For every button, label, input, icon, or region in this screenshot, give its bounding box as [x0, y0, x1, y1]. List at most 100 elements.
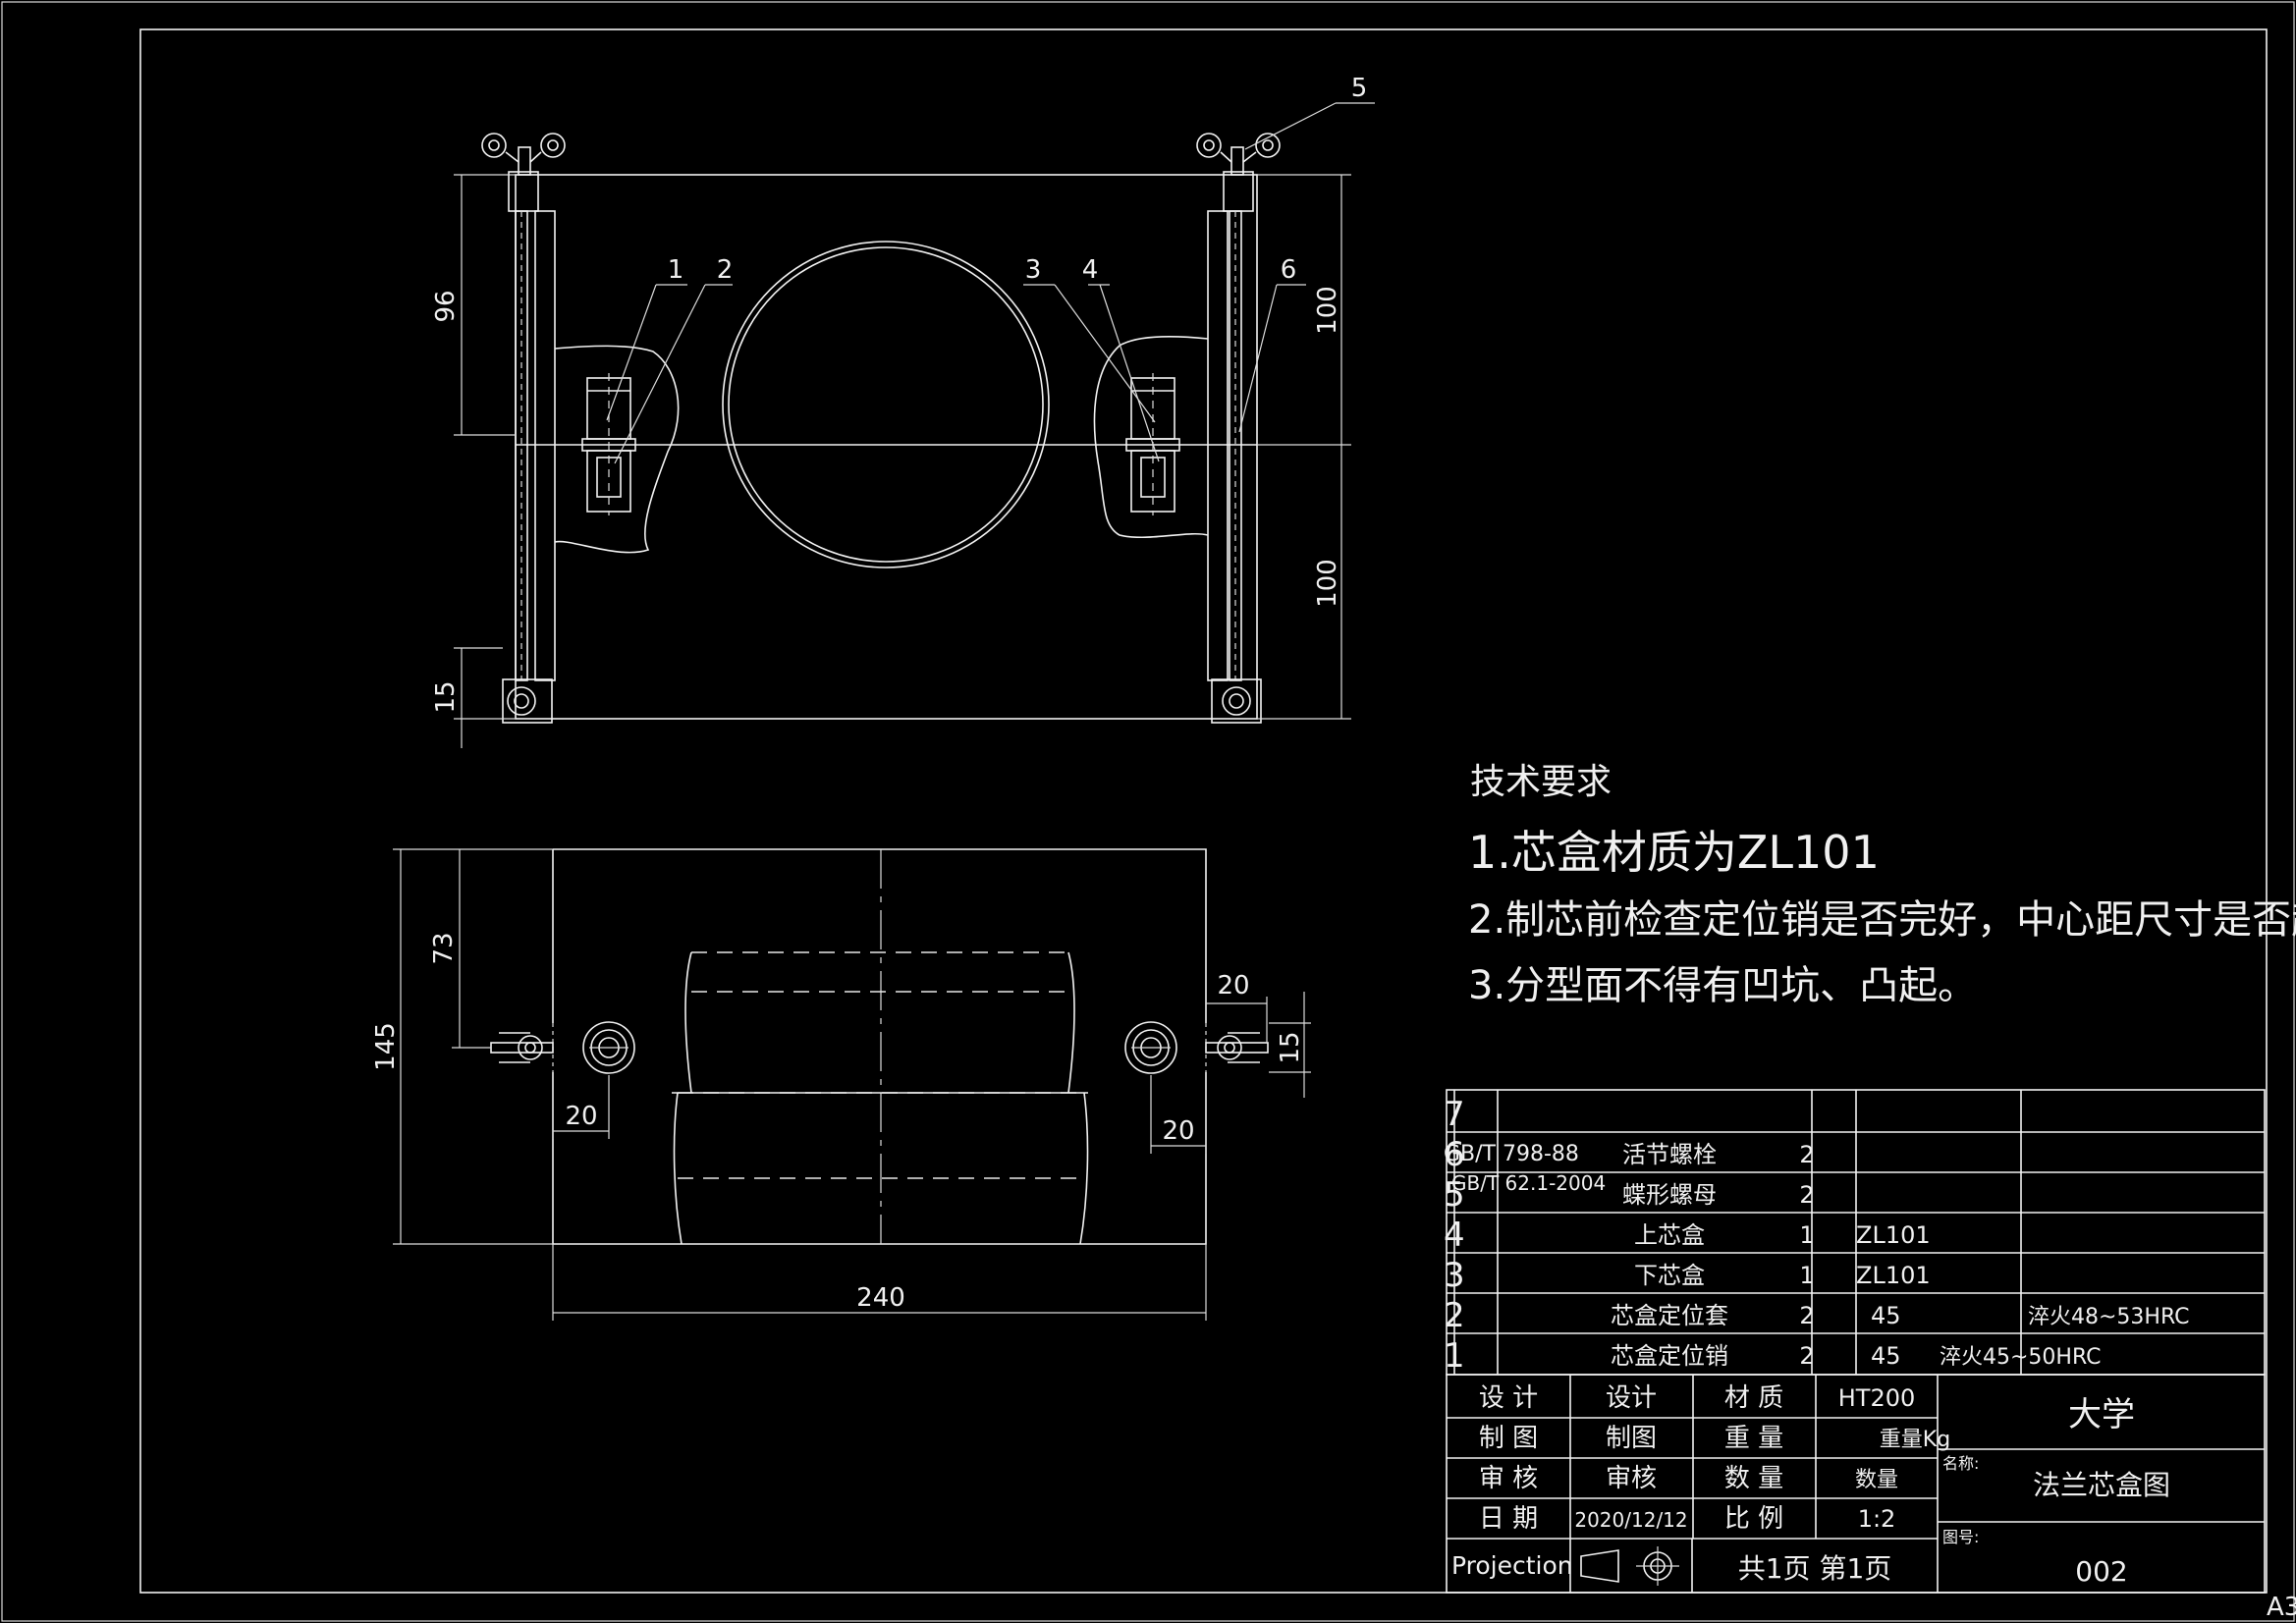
- part-qty: 2: [1799, 1141, 1814, 1168]
- parts-list: [1446, 1089, 2266, 1376]
- tb-design-label: 设 计: [1479, 1383, 1538, 1413]
- hidden-flange-lines: [678, 951, 1084, 1179]
- tech-req-item-1: 1.芯盒材质为ZL101: [1468, 826, 1880, 879]
- tb-drawing-name: 法兰芯盒图: [2033, 1469, 2170, 1501]
- parts-row-4: 4 上芯盒 1 ZL101: [1444, 1216, 1931, 1255]
- tb-scale-label: 比 例: [1724, 1504, 1783, 1534]
- dim-15-top: 15: [431, 680, 461, 713]
- left-eye-bolt: [481, 133, 566, 724]
- part-qty: 2: [1799, 1181, 1814, 1209]
- tb-number-label: 图号:: [1942, 1528, 1979, 1546]
- part-no: 4: [1444, 1216, 1465, 1255]
- parts-row-6: 6 GB/T 798-88 活节螺栓 2: [1444, 1135, 1815, 1174]
- top-view-dimension-lines: [454, 174, 1351, 748]
- part-qty: 2: [1799, 1302, 1814, 1329]
- dim-20-right-bottom: 20: [1162, 1116, 1194, 1146]
- parts-row-7: 7: [1444, 1095, 1465, 1134]
- part-material: ZL101: [1856, 1262, 1931, 1289]
- part-code: GB/T 62.1-2004: [1451, 1171, 1606, 1195]
- tb-design-value: 设计: [1606, 1383, 1657, 1413]
- right-clamp: [1124, 1021, 1269, 1074]
- part-no: 1: [1444, 1336, 1465, 1376]
- parts-row-3: 3 下芯盒 1 ZL101: [1444, 1256, 1931, 1295]
- part-name: 上芯盒: [1634, 1221, 1705, 1249]
- left-clamp: [490, 1021, 635, 1074]
- top-view: 1 2 3 4 5 6 96 15 100 100: [431, 74, 1375, 748]
- tb-name-label: 名称:: [1942, 1454, 1979, 1473]
- hidden-flange-side-top: [684, 951, 1075, 1094]
- right-eye-bolt: [1196, 133, 1281, 724]
- dim-100-lower: 100: [1313, 559, 1342, 608]
- flange-circle-inner: [728, 246, 1044, 563]
- right-contour-line: [1093, 335, 1209, 539]
- tech-req-item-2: 2.制芯前检查定位销是否完好，中心距尺寸是否超差;: [1468, 897, 2296, 943]
- tb-scale-value: 1:2: [1858, 1505, 1896, 1533]
- tb-weight-label: 重 量: [1724, 1424, 1783, 1453]
- dim-96: 96: [431, 290, 461, 322]
- part-material: 45: [1871, 1302, 1901, 1329]
- tb-pages: 共1页 第1页: [1738, 1552, 1892, 1585]
- parts-row-1: 1 芯盒定位销 2 45 淬火45~50HRC: [1444, 1336, 2102, 1376]
- part-no: 7: [1444, 1095, 1465, 1134]
- parts-row-2: 2 芯盒定位套 2 45 淬火48~53HRC: [1444, 1296, 2190, 1335]
- left-contour-line: [554, 345, 680, 554]
- part-name: 芯盒定位套: [1611, 1302, 1728, 1329]
- part-qty: 2: [1799, 1342, 1814, 1370]
- top-view-outline: [515, 174, 1258, 720]
- callout-5: 5: [1351, 74, 1368, 103]
- tb-drawing-number: 002: [2075, 1555, 2127, 1588]
- parts-row-5: 5 GB/T 62.1-2004 蝶形螺母 2: [1444, 1171, 1815, 1215]
- callout-6: 6: [1281, 255, 1297, 285]
- part-note: 淬火45~50HRC: [1940, 1345, 2102, 1370]
- dim-145: 145: [371, 1022, 401, 1071]
- projection-cone-symbol: [1580, 1549, 1619, 1583]
- tb-weight-value: 重量Kg: [1880, 1428, 1950, 1452]
- callout-3: 3: [1025, 255, 1042, 285]
- callout-1: 1: [668, 255, 684, 285]
- part-no: 6: [1444, 1135, 1465, 1174]
- dim-100-upper: 100: [1313, 286, 1342, 335]
- callout-2: 2: [717, 255, 734, 285]
- tb-drawing-label: 制 图: [1479, 1424, 1538, 1453]
- tb-count-label: 数 量: [1724, 1464, 1783, 1493]
- front-view-dimension-lines: [393, 848, 1311, 1321]
- flange-circle-outer: [722, 241, 1050, 568]
- tech-req-item-3: 3.分型面不得有凹坑、凸起。: [1468, 963, 1977, 1008]
- part-name: 蝶形螺母: [1622, 1181, 1717, 1209]
- part-qty: 1: [1799, 1262, 1814, 1289]
- hidden-flange-side-bottom: [673, 1092, 1089, 1245]
- tech-requirements: 技术要求 1.芯盒材质为ZL101 2.制芯前检查定位销是否完好，中心距尺寸是否…: [1468, 762, 2296, 1008]
- part-no: 3: [1444, 1256, 1465, 1295]
- tb-count-value: 数量: [1855, 1468, 1898, 1492]
- tb-school: 大学: [2068, 1395, 2135, 1434]
- dim-15-front: 15: [1276, 1031, 1305, 1063]
- left-locating-pin: [581, 373, 636, 515]
- callout-4: 4: [1082, 255, 1099, 285]
- title-block: [1446, 1374, 2266, 1594]
- tb-review-label: 审 核: [1479, 1464, 1538, 1493]
- part-code: GB/T 798-88: [1444, 1142, 1579, 1166]
- part-note: 淬火48~53HRC: [2028, 1305, 2190, 1329]
- dim-73: 73: [429, 932, 459, 964]
- dim-20-right-top: 20: [1217, 971, 1249, 1001]
- part-material: 45: [1871, 1342, 1901, 1370]
- front-view: 145 73 240 20 20 20 15: [371, 848, 1311, 1321]
- part-name: 活节螺栓: [1622, 1141, 1717, 1168]
- tb-drawing-value: 制图: [1606, 1424, 1657, 1453]
- part-no: 2: [1444, 1296, 1465, 1335]
- tb-projection-label: Projection: [1451, 1551, 1573, 1580]
- inner-frame: [139, 28, 2268, 1594]
- part-name: 芯盒定位销: [1611, 1342, 1728, 1370]
- part-qty: 1: [1799, 1221, 1814, 1249]
- part-material: ZL101: [1856, 1221, 1931, 1249]
- tb-material-label: 材 质: [1724, 1383, 1783, 1413]
- part-name: 下芯盒: [1634, 1262, 1705, 1289]
- front-view-outline: [552, 848, 1207, 1245]
- tb-date-label: 日 期: [1479, 1504, 1538, 1534]
- sheet-size-label: A3: [2267, 1593, 2296, 1622]
- dim-240: 240: [856, 1283, 905, 1313]
- tb-review-value: 审核: [1606, 1464, 1657, 1493]
- callout-leaders: [606, 102, 1375, 464]
